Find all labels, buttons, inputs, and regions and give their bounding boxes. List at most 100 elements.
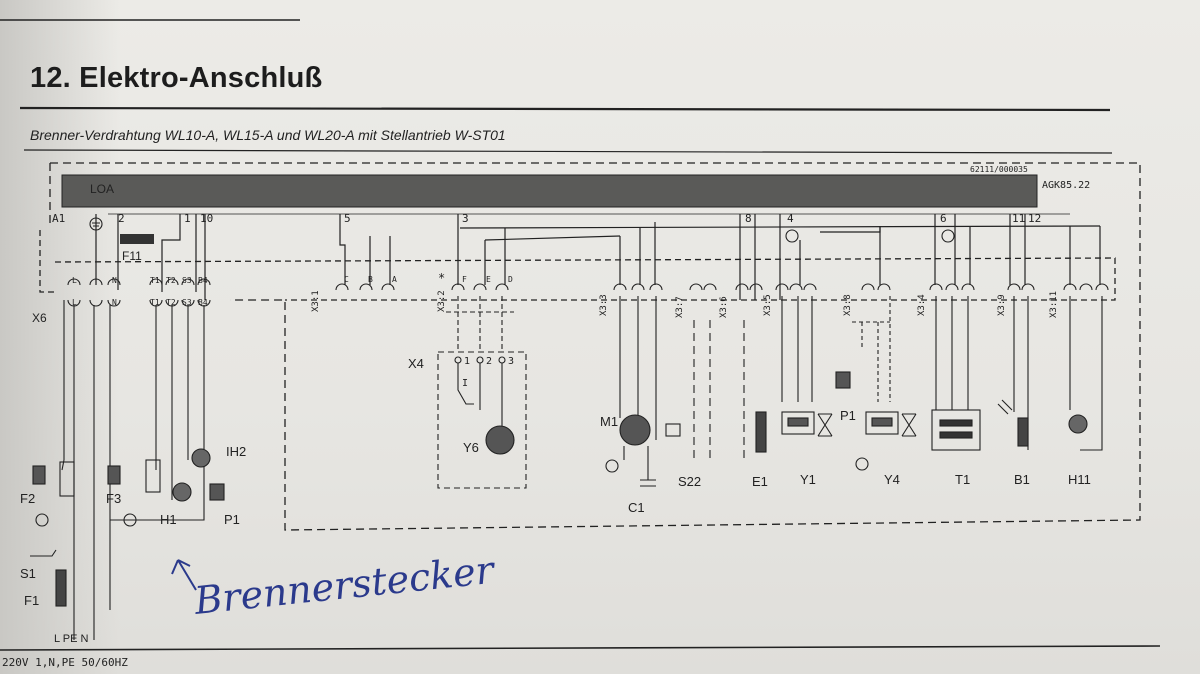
f3-label: F3 (106, 491, 121, 506)
subtitle-rule (23, 149, 1113, 154)
terminal-2: 2 (118, 212, 125, 225)
x31-pin-c: C (344, 275, 349, 284)
ih2-lamp-icon (191, 448, 211, 468)
t1-transformer-group (929, 229, 981, 451)
terminal-3: 3 (462, 212, 469, 225)
pin-t2-bottom: T2 (166, 298, 176, 307)
x6-plug (61, 278, 211, 640)
pin-b4-bottom: B4 (198, 298, 208, 307)
pin-t2: T2 (166, 276, 176, 285)
loa-doc-code: 62111/000035 (970, 165, 1028, 174)
f2-thermostat (59, 461, 75, 497)
x6-pin-n-bottom: N (112, 298, 117, 307)
terminal-12: 12 (1028, 212, 1041, 225)
x37-label: X3:7 (675, 296, 685, 318)
f3-thermostat (145, 459, 161, 493)
y4-valve-group (835, 283, 917, 471)
s1-label: S1 (20, 566, 36, 581)
x6-label: X6 (32, 311, 47, 325)
page-subtitle: Brenner-Verdrahtung WL10-A, WL15-A und W… (30, 127, 506, 143)
p1-left-label: P1 (224, 512, 240, 527)
terminal-1: 1 (184, 212, 191, 225)
f11-label: F11 (122, 249, 142, 263)
terminal-8: 8 (745, 212, 752, 225)
terminal-10: 10 (200, 212, 213, 225)
x32-label: X3:2 (437, 290, 447, 312)
pin-s3-bottom: S3 (182, 298, 192, 307)
f3-component (107, 465, 121, 485)
x4-label: X4 (408, 356, 424, 371)
x38-label: X3:8 (843, 294, 853, 316)
f2-ground-icon (35, 513, 49, 527)
x31-pin-a: A (392, 275, 397, 284)
annotation-handwriting: Brennerstecker (191, 547, 498, 623)
x32-pin-f: F (462, 275, 467, 284)
x311-label: X3:11 (1049, 291, 1059, 318)
p1-mid-label: P1 (840, 408, 856, 423)
heading-rule (19, 106, 1111, 112)
x4-switch-i: I (462, 378, 468, 389)
f11-fuse (120, 234, 154, 244)
y1-label: Y1 (800, 472, 816, 487)
annotation-arrow-icon (171, 559, 197, 591)
terminal-5: 5 (344, 212, 351, 225)
m1-label: M1 (600, 414, 618, 429)
y1-valve-group (775, 229, 833, 437)
f3-ground-icon (123, 513, 137, 527)
e1-label: E1 (752, 474, 768, 489)
t1-label: T1 (955, 472, 970, 487)
pin-b4: B4 (198, 276, 208, 285)
f1-label: F1 (24, 593, 39, 608)
s1-switch-icon (30, 549, 57, 557)
pin-s3: S3 (182, 276, 192, 285)
h11-label: H11 (1068, 472, 1091, 487)
x31-plug (335, 283, 395, 291)
x37-x36-plugs (689, 283, 767, 460)
x36-label: X3:6 (719, 296, 729, 318)
f2-label: F2 (20, 491, 35, 506)
x4-pin-2: 2 (486, 356, 492, 367)
terminal-4: 4 (787, 212, 794, 225)
x6-pin-n: N (112, 276, 117, 285)
x39-label: X3:9 (997, 294, 1007, 316)
plug-frame (54, 257, 1116, 301)
p1-pressure-switch (209, 483, 225, 501)
s22-label: S22 (678, 474, 701, 489)
b1-label: B1 (1014, 472, 1030, 487)
x31-pin-b: B (368, 275, 373, 284)
f2-component (32, 465, 46, 485)
supply-lines: L PE N (54, 633, 88, 645)
ih2-label: IH2 (226, 444, 246, 459)
loa-model: AGK85.22 (1042, 180, 1090, 191)
y6-label: Y6 (463, 440, 479, 455)
loa-control-unit (61, 174, 1038, 208)
h1-label: H1 (160, 512, 177, 527)
page-shadow (0, 0, 120, 674)
x33-label: X3:3 (599, 294, 609, 316)
x4-pin-1: 1 (464, 356, 470, 367)
b1-sensor-group (997, 283, 1035, 450)
x32-star: * (438, 271, 445, 285)
x32-pin-e: E (486, 275, 491, 284)
y4-label: Y4 (884, 472, 900, 487)
f1-fuse (55, 569, 67, 607)
m1-motor-group (605, 283, 681, 487)
pin-t1: T1 (150, 276, 160, 285)
h11-lamp-group (1063, 283, 1109, 451)
x31-label: X3:1 (311, 290, 321, 312)
x6-pin-l: L (72, 276, 77, 285)
wires (95, 214, 1101, 300)
x6-pin-l-bottom: L (72, 298, 77, 307)
terminal-6: 6 (940, 212, 947, 225)
terminal-a1: A1 (52, 212, 65, 225)
x32-plug (437, 283, 527, 489)
bottom-rule (0, 645, 1161, 651)
c1-label: C1 (628, 500, 645, 515)
x4-pin-3: 3 (508, 356, 514, 367)
x32-pin-d: D (508, 275, 513, 284)
x35-label: X3:5 (763, 294, 773, 316)
ground-a1 (89, 217, 103, 231)
terminal-11: 11 (1012, 212, 1025, 225)
